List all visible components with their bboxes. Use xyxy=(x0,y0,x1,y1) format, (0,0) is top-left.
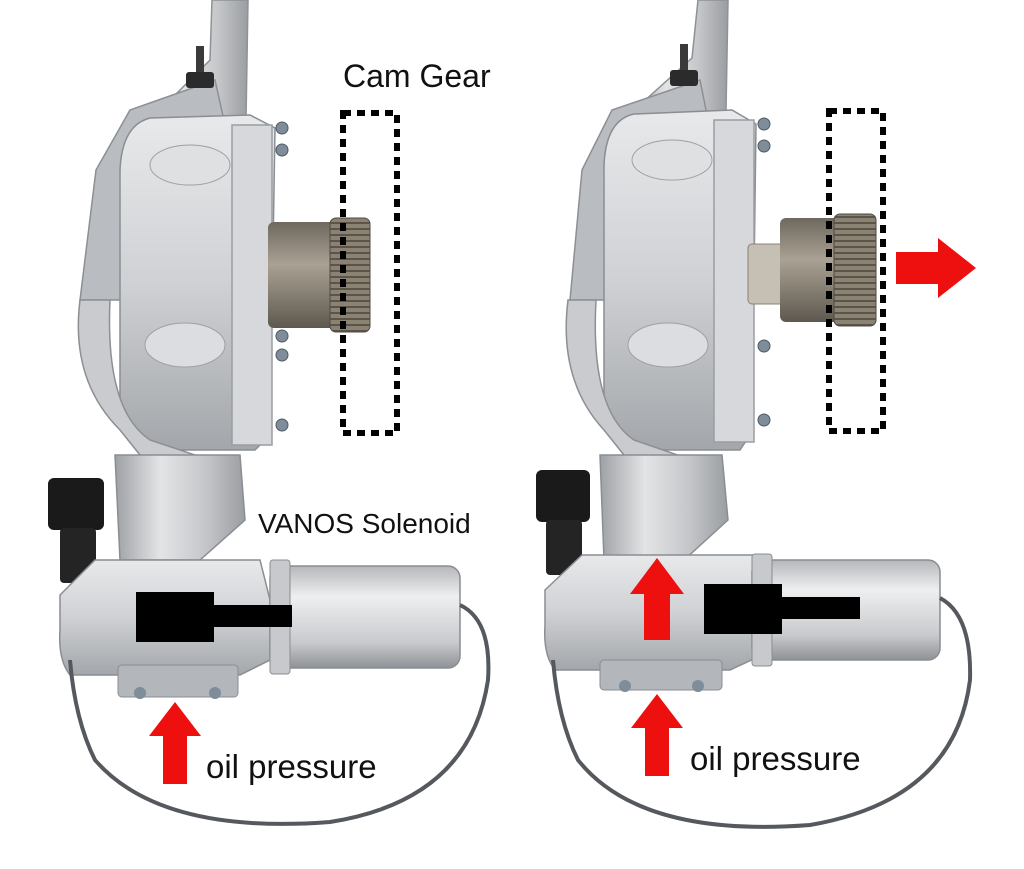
right-solenoid-cable xyxy=(551,596,973,829)
right-gear-arrow xyxy=(896,238,976,298)
left-unit xyxy=(48,0,491,826)
left-cam-hub xyxy=(268,222,340,328)
left-cam-gear-teeth xyxy=(329,217,371,333)
left-solenoid-cable xyxy=(68,603,491,826)
left-oil-arrow xyxy=(149,702,201,784)
right-cam-hub xyxy=(780,218,842,322)
right-stud-bolt xyxy=(670,44,698,86)
right-internal-arrow xyxy=(630,558,684,640)
right-cam-gear-teeth xyxy=(833,213,877,327)
left-stud-bolt xyxy=(186,46,214,88)
left-cam-gear-outline xyxy=(340,110,400,436)
right-unit xyxy=(536,0,976,829)
oil-pressure-label-right: oil pressure xyxy=(690,740,861,777)
left-solenoid-cylinder xyxy=(269,565,461,669)
right-connector-plug xyxy=(536,470,590,575)
right-solenoid-spool xyxy=(704,584,860,634)
vanos-solenoid-label: VANOS Solenoid xyxy=(258,508,471,539)
right-cam-gear-outline xyxy=(826,108,886,434)
right-oil-arrow xyxy=(631,694,683,776)
left-flange-bolts xyxy=(275,121,289,432)
left-solenoid-spool xyxy=(136,592,292,642)
cam-gear-label: Cam Gear xyxy=(343,58,491,94)
oil-pressure-label-left: oil pressure xyxy=(206,748,377,785)
right-flange-bolts xyxy=(757,117,771,427)
